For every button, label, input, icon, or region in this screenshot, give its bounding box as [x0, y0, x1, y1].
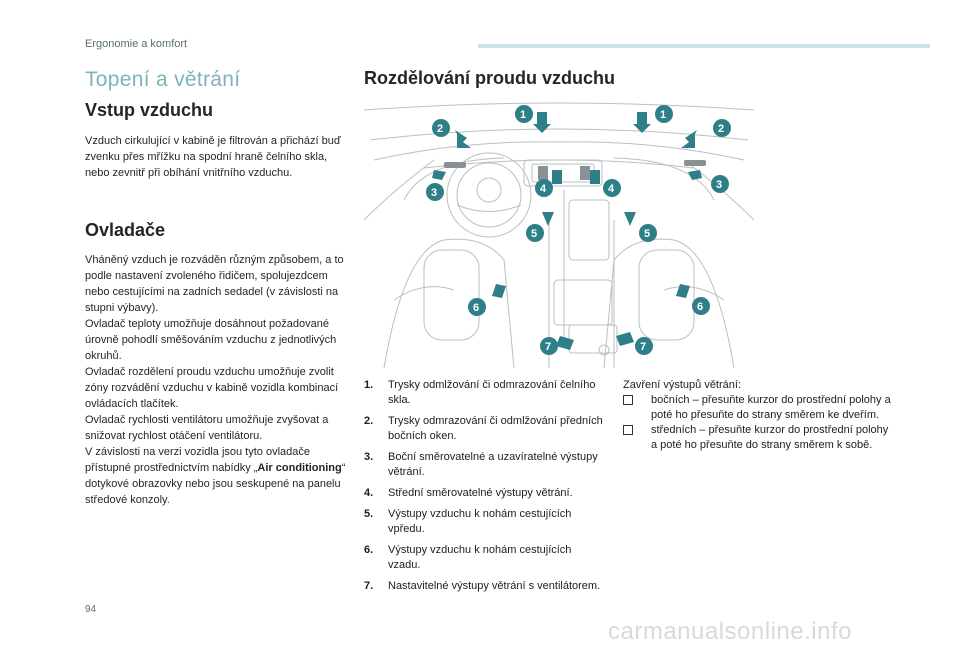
airflow-arrow [633, 112, 651, 133]
legend-item: 6.Výstupy vzduchu k nohám cestujících vz… [364, 544, 572, 571]
callout-badge: 5 [526, 224, 544, 242]
callout-badge: 1 [515, 105, 533, 123]
legend-item: 5.Výstupy vzduchu k nohám cestujících vp… [364, 508, 572, 535]
airflow-arrow [552, 170, 562, 184]
watermark: carmanualsonline.info [608, 618, 852, 645]
intake-heading: Vstup vzduchu [85, 100, 214, 120]
airflow-arrow [624, 212, 636, 226]
svg-text:5: 5 [644, 228, 650, 240]
header-rule [478, 44, 930, 48]
callout-badge: 7 [540, 337, 558, 355]
callout-badge: 1 [655, 105, 673, 123]
section-header: Ergonomie a komfort [85, 38, 188, 50]
legend-item: 3.Boční směrovatelné a uzavíratelné výst… [364, 451, 598, 478]
svg-text:4: 4 [608, 183, 615, 195]
airflow-arrow [432, 170, 446, 180]
svg-text:1: 1 [520, 109, 526, 121]
callout-badge: 2 [713, 119, 731, 137]
callout-badge: 5 [639, 224, 657, 242]
callout-badge: 7 [635, 337, 653, 355]
legend-item: 7.Nastavitelné výstupy větrání s ventilá… [364, 580, 601, 592]
controls-text-after: “ dotykové obrazovky nebo jsou seskupené… [85, 462, 346, 506]
svg-text:6: 6 [697, 301, 703, 313]
legend-item: 4.Střední směrovatelné výstupy větrání. [364, 487, 573, 499]
callout-badge: 6 [468, 298, 486, 316]
callout-badge: 4 [535, 179, 553, 197]
svg-text:5: 5 [531, 228, 537, 240]
legend-item: 1.Trysky odmlžování či odmrazování čelní… [364, 379, 596, 406]
airflow-arrow [616, 332, 634, 346]
legend-item: 2.Trysky odmrazování či odmlžování předn… [364, 415, 603, 442]
callout-badge: 6 [692, 297, 710, 315]
airflow-arrow [492, 284, 506, 298]
outlet-legend: 1.Trysky odmlžování či odmrazování čelní… [364, 378, 604, 600]
svg-text:7: 7 [640, 341, 646, 353]
callout-badge: 3 [426, 183, 444, 201]
dashboard-illustration: 1 1 2 2 3 3 4 4 5 5 6 6 7 7 [364, 102, 754, 368]
airflow-arrow [455, 130, 471, 148]
svg-text:4: 4 [540, 183, 547, 195]
svg-text:1: 1 [660, 109, 666, 121]
closing-outlets: Zavření výstupů větrání: bočních – přesu… [623, 378, 893, 453]
air-conditioning-menu-name: Air conditioning [257, 462, 342, 474]
intake-text: Vzduch cirkulující v kabině je filtrován… [85, 135, 341, 179]
svg-text:3: 3 [431, 187, 437, 199]
airflow-arrow [676, 284, 690, 298]
page-number: 94 [85, 604, 97, 615]
airflow-arrow [681, 130, 697, 148]
svg-text:2: 2 [437, 123, 443, 135]
airflow-arrow [533, 112, 551, 133]
callout-badge: 4 [603, 179, 621, 197]
svg-text:3: 3 [716, 179, 722, 191]
airflow-arrow [542, 212, 554, 226]
distribution-heading: Rozdělování proudu vzduchu [364, 68, 615, 88]
closing-item: středních – přesuňte kurzor do prostředn… [623, 423, 893, 453]
controls-text: Vháněný vzduch je rozváděn různým způsob… [85, 252, 347, 508]
controls-heading: Ovladače [85, 220, 166, 240]
page-title: Topení a větrání [85, 68, 241, 91]
checkbox-icon [623, 425, 633, 435]
checkbox-icon [623, 395, 633, 405]
closing-title: Zavření výstupů větrání: [623, 379, 741, 391]
svg-text:7: 7 [545, 341, 551, 353]
callout-badge: 2 [432, 119, 450, 137]
airflow-arrow [590, 170, 600, 184]
closing-item: bočních – přesuňte kurzor do prostřední … [623, 393, 893, 423]
controls-text-before: Vháněný vzduch je rozváděn různým způsob… [85, 254, 344, 474]
svg-text:6: 6 [473, 302, 479, 314]
svg-text:2: 2 [718, 123, 724, 135]
airflow-arrow [556, 336, 574, 350]
callout-badge: 3 [711, 175, 729, 193]
airflow-arrow [688, 170, 702, 180]
